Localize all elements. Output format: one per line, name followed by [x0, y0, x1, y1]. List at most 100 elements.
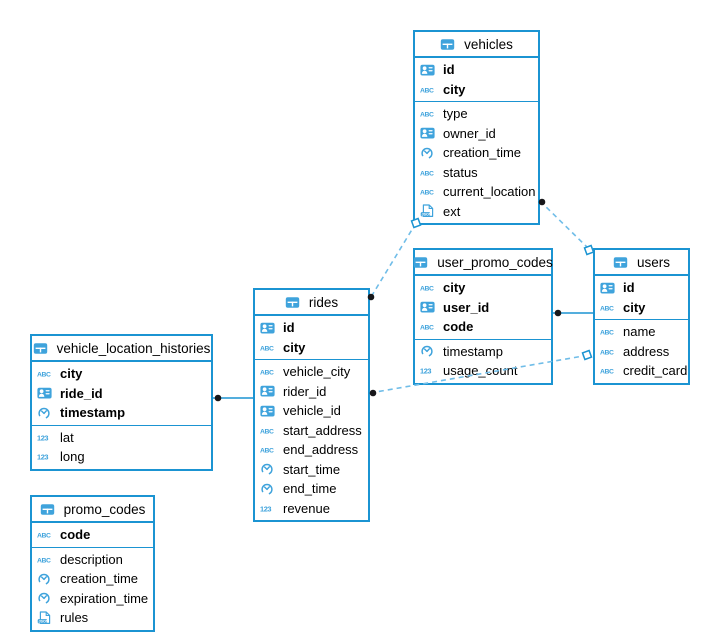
relationship-user_promo_codes-users: [553, 309, 593, 317]
text-type-icon: ABC: [600, 302, 619, 313]
svg-text:ABC: ABC: [600, 305, 614, 312]
user-id-type-icon: [420, 301, 439, 313]
text-type-icon: ABC: [260, 342, 279, 353]
svg-text:ABC: ABC: [260, 370, 274, 377]
field-timestamp: timestamp: [415, 342, 551, 362]
svg-text:ABC: ABC: [37, 557, 51, 564]
text-type-icon: ABC: [600, 326, 619, 337]
svg-text:ABC: ABC: [420, 190, 434, 197]
svg-text:ABC: ABC: [420, 112, 434, 119]
svg-text:ABC: ABC: [260, 345, 274, 352]
text-type-icon: ABC: [260, 366, 279, 377]
user-id-type-icon: [600, 282, 619, 294]
field-end_time: end_time: [255, 479, 368, 499]
svg-text:ABC: ABC: [600, 330, 614, 337]
text-type-icon: ABC: [260, 444, 279, 455]
user-id-type-icon: [260, 405, 279, 417]
json-type-icon: JSON: [37, 611, 56, 625]
svg-text:ABC: ABC: [420, 286, 434, 293]
table-header[interactable]: vehicles: [415, 32, 538, 58]
table-icon: [285, 296, 304, 309]
timestamp-type-icon: [260, 462, 279, 476]
relationship-dot-marker: [214, 394, 222, 402]
timestamp-type-icon: [420, 146, 439, 160]
svg-text:123: 123: [260, 504, 271, 513]
table-icon: [33, 342, 52, 355]
relationship-square-marker: [581, 349, 593, 361]
svg-text:ABC: ABC: [37, 372, 51, 379]
text-type-icon: ABC: [37, 529, 56, 540]
table-header[interactable]: rides: [255, 290, 368, 316]
user-id-type-icon: [260, 385, 279, 397]
field-expiration_time: expiration_time: [32, 589, 153, 609]
svg-text:JSON: JSON: [422, 213, 432, 217]
relationship-dot-marker: [554, 309, 562, 317]
relationship-vehicles-users: [538, 198, 595, 256]
table-icon: [440, 38, 459, 51]
text-type-icon: ABC: [420, 108, 439, 119]
field-timestamp: timestamp: [32, 403, 211, 423]
table-header[interactable]: users: [595, 250, 688, 276]
table-header[interactable]: promo_codes: [32, 497, 153, 523]
table-name: vehicle_location_histories: [56, 340, 211, 356]
relationship-vehicle_location_histories-rides: [213, 394, 254, 402]
field-id: id: [255, 318, 368, 338]
relationship-dot-marker: [369, 389, 377, 397]
svg-text:123: 123: [420, 367, 431, 376]
text-type-icon: ABC: [600, 365, 619, 376]
svg-text:ABC: ABC: [420, 325, 434, 332]
number-type-icon: 123: [420, 365, 439, 376]
table-header[interactable]: vehicle_location_histories: [32, 336, 211, 362]
timestamp-type-icon: [37, 572, 56, 586]
svg-text:ABC: ABC: [260, 428, 274, 435]
field-creation_time: creation_time: [32, 569, 153, 589]
svg-text:JSON: JSON: [39, 619, 49, 623]
svg-text:ABC: ABC: [600, 369, 614, 376]
field-owner_id: owner_id: [415, 124, 538, 144]
table-header[interactable]: user_promo_codes: [413, 250, 553, 276]
user-id-type-icon: [420, 127, 439, 139]
table-icon: [40, 503, 59, 516]
text-type-icon: ABC: [37, 554, 56, 565]
text-type-icon: ABC: [420, 186, 439, 197]
text-type-icon: ABC: [420, 84, 439, 95]
table-icon: [413, 256, 432, 269]
number-type-icon: 123: [37, 451, 56, 462]
text-type-icon: ABC: [600, 346, 619, 357]
svg-text:ABC: ABC: [420, 87, 434, 94]
field-creation_time: creation_time: [415, 143, 538, 163]
svg-text:ABC: ABC: [260, 448, 274, 455]
table-name: users: [636, 254, 670, 270]
